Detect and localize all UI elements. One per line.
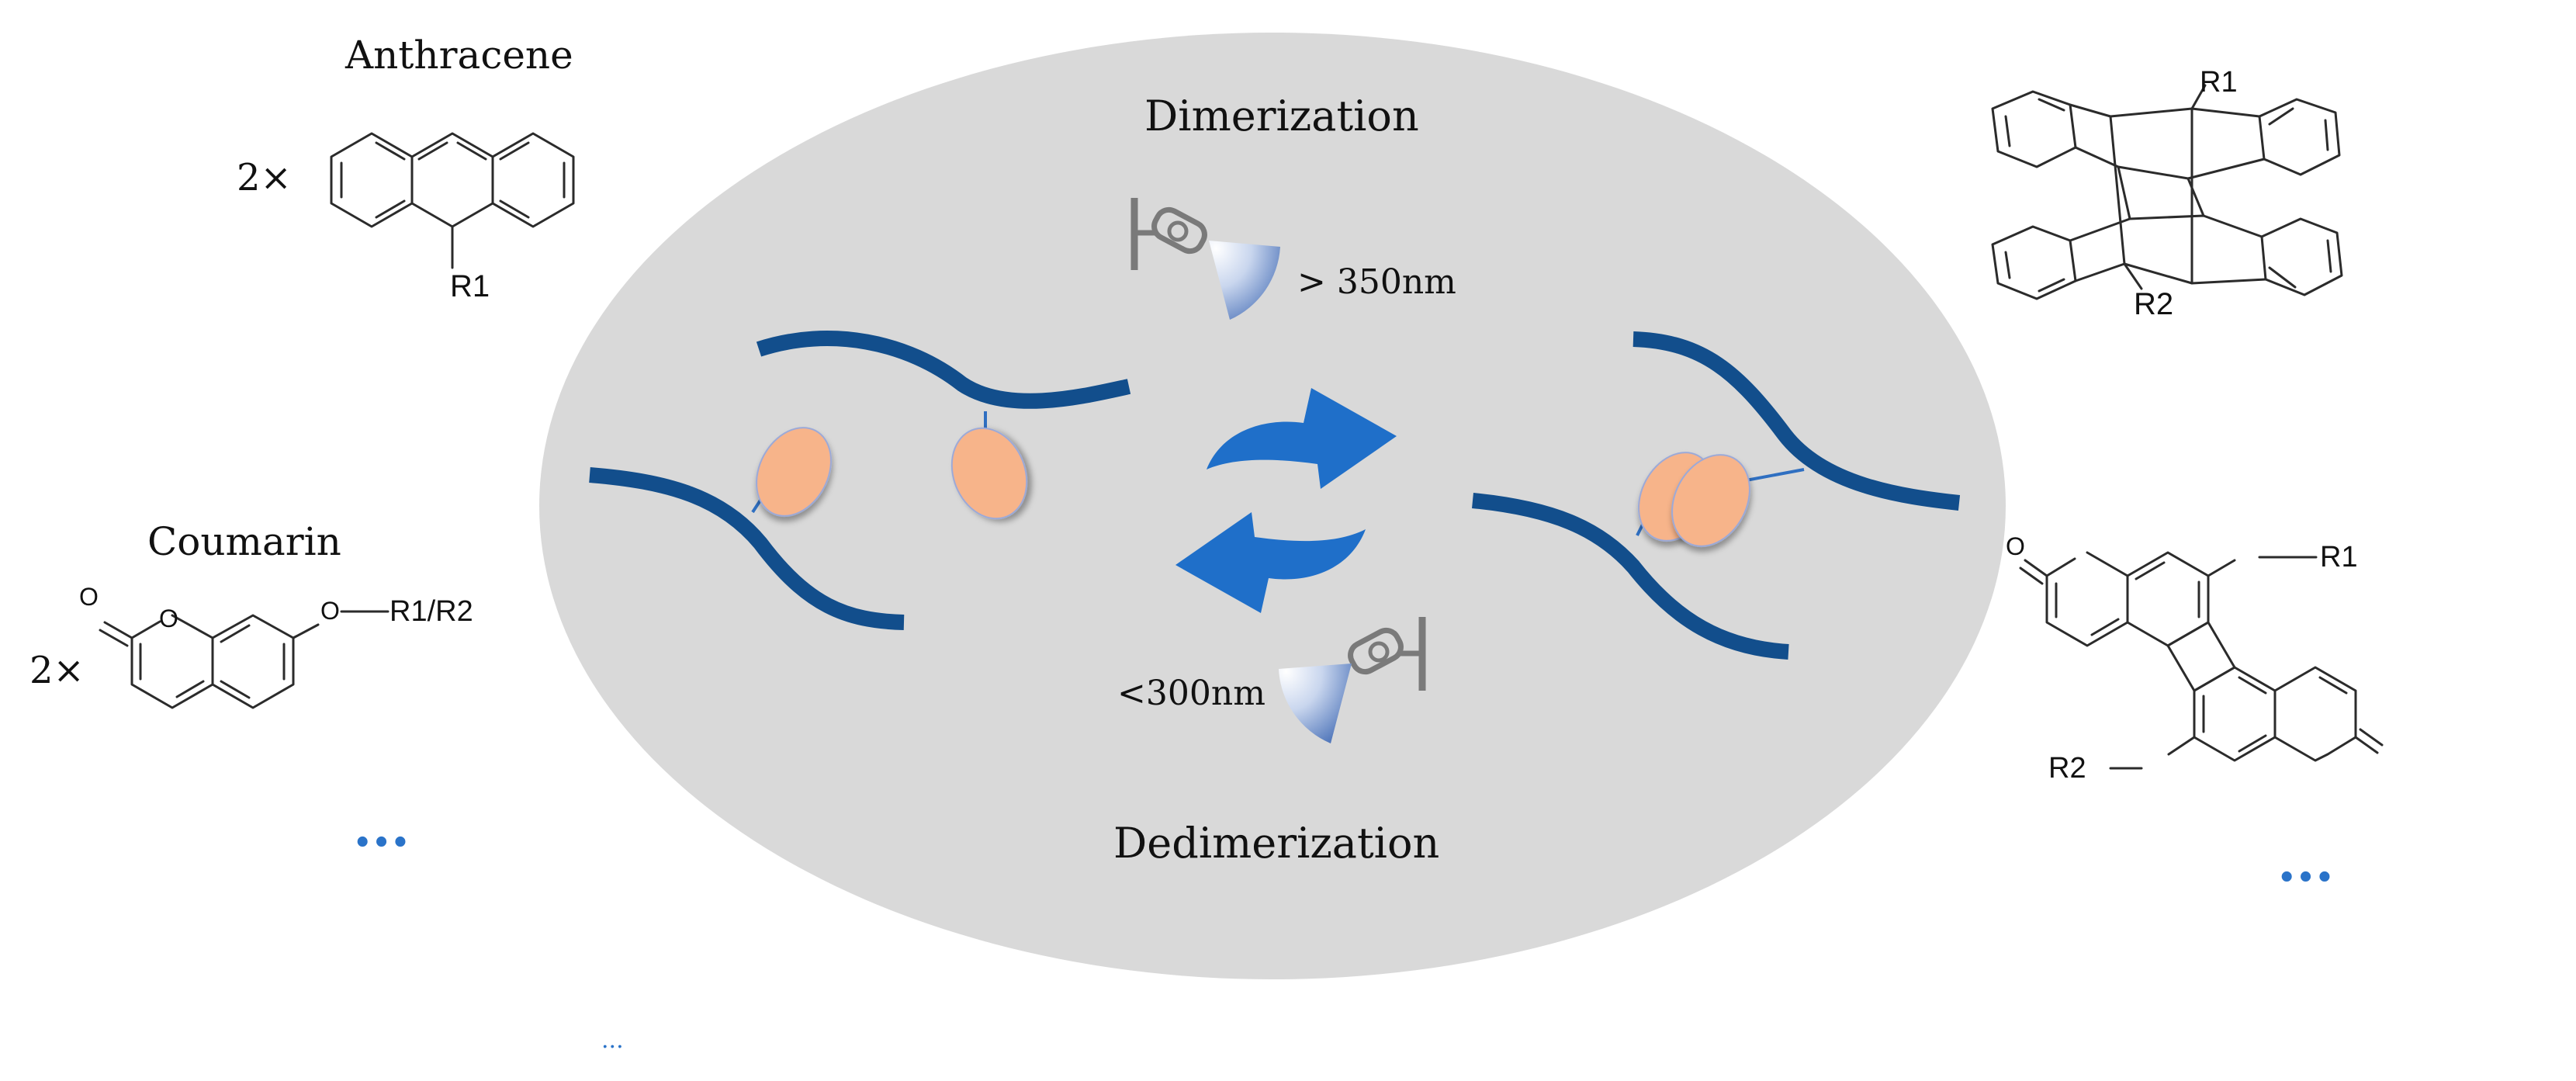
- ellipsis-left: ...: [353, 795, 410, 859]
- uv-lamp-icon: [1279, 617, 1426, 743]
- chromophore: [756, 427, 832, 517]
- anthracene-dimer-structure: [1991, 84, 2343, 300]
- cdimer-r2-label: R2: [2048, 752, 2086, 785]
- forward-wavelength-label: > 350nm: [1297, 262, 1456, 302]
- coumarin-structure: [99, 610, 390, 709]
- forward-arrow: [1207, 388, 1397, 489]
- coumarin-ring-o: O: [159, 605, 178, 632]
- reverse-arrow: [1175, 512, 1366, 613]
- cdimer-carbonyl-o: O: [2006, 532, 2025, 560]
- chromophore: [950, 427, 1028, 520]
- chromophore: [1671, 454, 1750, 547]
- dimer-r2-label: R2: [2134, 287, 2173, 321]
- coumarin-dimer-structure: [2019, 551, 2384, 770]
- reverse-wavelength-label: <300nm: [1117, 674, 1265, 713]
- dimer-r1-label: R1: [2200, 66, 2238, 99]
- coumarin-label: Coumarin: [147, 519, 341, 564]
- ellipsis-right: ...: [2277, 830, 2334, 894]
- ellipsis-bottom: ...: [601, 1027, 624, 1054]
- coumarin-ether-o: O: [320, 597, 340, 625]
- anthracene-multiplier: 2×: [237, 156, 292, 199]
- dimerization-label: Dimerization: [1144, 92, 1419, 140]
- polymer-chain: [1472, 493, 1789, 660]
- background-ellipse: [539, 33, 2006, 979]
- uv-lamp-icon: [1130, 198, 1280, 320]
- cdimer-r1-label: R1: [2320, 541, 2358, 573]
- coumarin-multiplier: 2×: [29, 649, 85, 692]
- polymer-chain: [1633, 331, 1961, 511]
- polymer-chain: [589, 467, 905, 630]
- dedimerization-label: Dedimerization: [1113, 819, 1439, 868]
- coumarin-r-label: R1/R2: [390, 595, 473, 628]
- coumarin-carbonyl-o: O: [79, 583, 99, 611]
- anthracene-r1-label: R1: [450, 269, 490, 303]
- anthracene-structure: [330, 132, 575, 269]
- anthracene-label: Anthracene: [345, 33, 573, 78]
- polymer-chain: [756, 331, 1131, 409]
